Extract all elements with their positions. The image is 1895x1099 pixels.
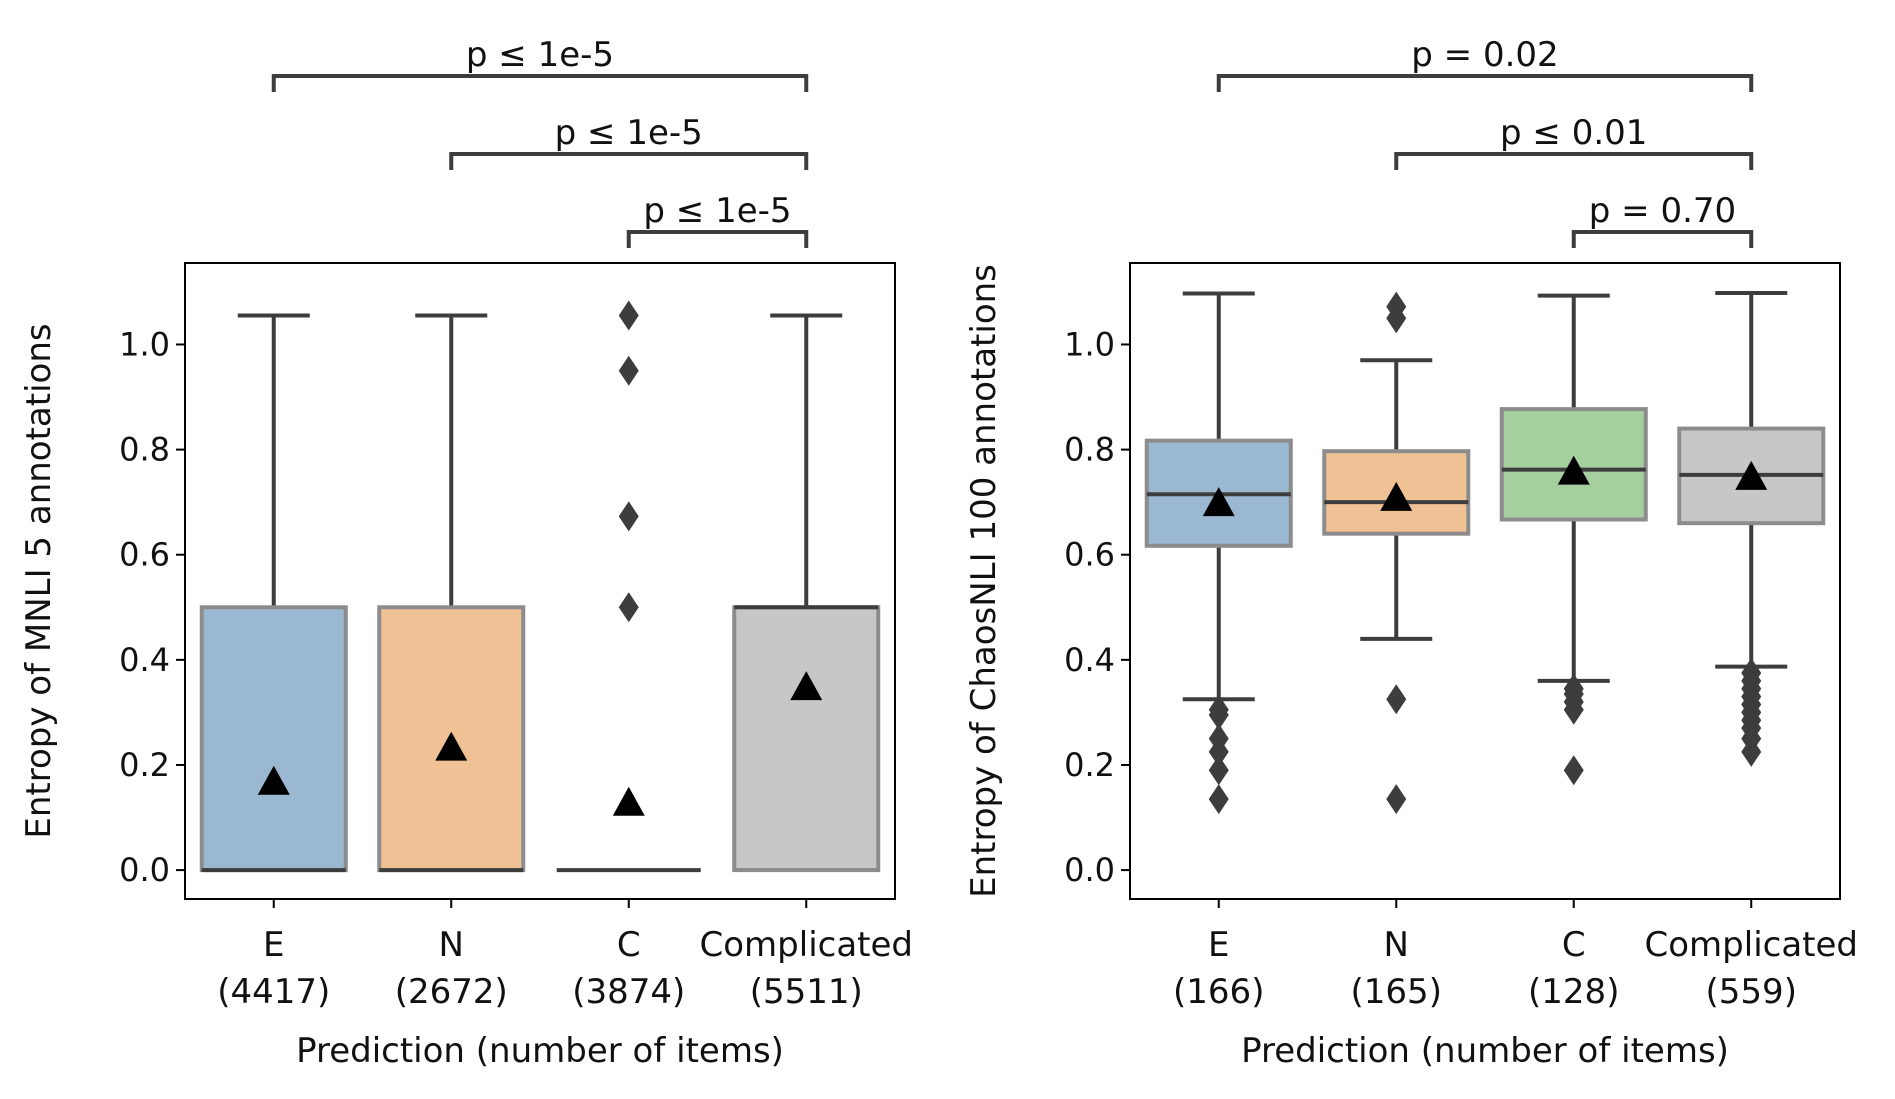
box xyxy=(732,605,881,873)
significance-label: p ≤ 1e-5 xyxy=(643,191,791,231)
significance-bracket xyxy=(271,74,809,92)
x-tick-label: E xyxy=(263,925,284,965)
x-tick-label: E xyxy=(1208,925,1229,965)
outlier-point xyxy=(618,592,639,623)
significance-label: p ≤ 1e-5 xyxy=(466,35,614,75)
significance-bracket xyxy=(1571,230,1754,248)
y-axis-label: Entropy of MNLI 5 annotations xyxy=(19,323,59,838)
significance-label: p ≤ 1e-5 xyxy=(555,113,703,153)
outlier-point xyxy=(1563,694,1584,725)
y-tick-label: 0.4 xyxy=(119,641,170,679)
x-tick-count-label: (5511) xyxy=(750,972,863,1012)
outlier-point xyxy=(1386,784,1407,815)
outlier-point xyxy=(1563,755,1584,786)
x-tick-count-label: (559) xyxy=(1706,972,1797,1012)
significance-bracket xyxy=(626,230,809,248)
mean-marker xyxy=(612,786,645,816)
x-tick-label: Complicated xyxy=(1645,925,1859,965)
outlier-point xyxy=(618,355,639,386)
y-tick-label: 0.8 xyxy=(1064,431,1115,469)
x-tick-label: C xyxy=(617,925,641,965)
x-axis-label: Prediction (number of items) xyxy=(1241,1031,1729,1071)
outlier-point xyxy=(1208,755,1229,786)
y-tick-label: 0.4 xyxy=(1064,641,1115,679)
mean-marker xyxy=(257,765,290,795)
plot-frame xyxy=(1129,262,1841,900)
outlier-point xyxy=(618,501,639,532)
y-tick-label: 0.6 xyxy=(1064,536,1115,574)
mean-marker xyxy=(1380,481,1413,511)
x-tick-count-label: (3874) xyxy=(572,972,685,1012)
y-tick-label: 1.0 xyxy=(119,325,170,363)
box xyxy=(199,605,348,873)
mean-marker xyxy=(790,671,823,701)
x-tick-count-label: (2672) xyxy=(395,972,508,1012)
y-tick-label: 0.8 xyxy=(119,431,170,469)
y-axis-label: Entropy of ChaosNLI 100 annotations xyxy=(964,264,1004,898)
significance-bracket xyxy=(449,152,809,170)
y-tick-label: 1.0 xyxy=(1064,325,1115,363)
left-boxplot-panel: 0.0 0.2 0.4 0.6 0.8 1.0 Entropy of MNLI 5 anno… xyxy=(19,35,913,1071)
outlier-point xyxy=(1208,700,1229,731)
y-tick-label: 0.0 xyxy=(1064,851,1115,889)
outlier-point xyxy=(1208,736,1229,767)
significance-label: p = 0.70 xyxy=(1589,191,1736,231)
outlier-point xyxy=(618,300,639,331)
x-tick-count-label: (128) xyxy=(1528,972,1619,1012)
x-tick-label: N xyxy=(1384,925,1409,965)
outlier-point xyxy=(1386,303,1407,334)
x-tick-label: N xyxy=(439,925,464,965)
x-tick-count-label: (165) xyxy=(1351,972,1442,1012)
y-tick-label: 0.2 xyxy=(1064,746,1115,784)
significance-label: p = 0.02 xyxy=(1411,35,1558,75)
mean-marker xyxy=(1202,487,1235,517)
plot-frame xyxy=(184,262,896,900)
x-tick-count-label: (4417) xyxy=(217,972,330,1012)
mean-marker xyxy=(435,731,468,761)
y-tick-label: 0.2 xyxy=(119,746,170,784)
significance-label: p ≤ 0.01 xyxy=(1500,113,1647,153)
y-tick-label: 0.0 xyxy=(119,851,170,889)
outlier-point xyxy=(1386,684,1407,715)
y-tick-label: 0.6 xyxy=(119,536,170,574)
x-axis-label: Prediction (number of items) xyxy=(296,1031,784,1071)
significance-bracket xyxy=(1216,74,1754,92)
significance-bracket xyxy=(1394,152,1754,170)
right-boxplot-panel: 0.0 0.2 0.4 0.6 0.8 1.0 Entropy of ChaosNLI 10… xyxy=(964,35,1858,1071)
x-tick-label: Complicated xyxy=(700,925,914,965)
x-tick-label: C xyxy=(1562,925,1586,965)
x-tick-count-label: (166) xyxy=(1173,972,1264,1012)
outlier-point xyxy=(1208,784,1229,815)
outlier-point xyxy=(1741,736,1762,767)
mean-marker xyxy=(1557,455,1590,485)
mean-marker xyxy=(1735,460,1768,490)
